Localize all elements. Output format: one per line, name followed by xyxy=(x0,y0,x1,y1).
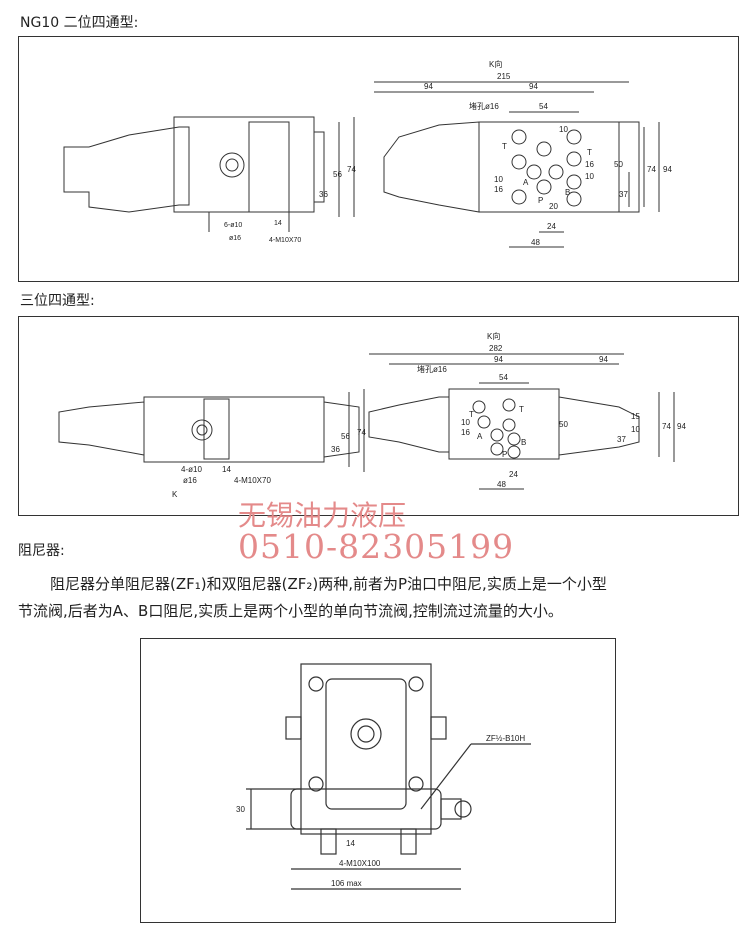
port-b: B xyxy=(521,438,526,447)
dim-54: 54 xyxy=(499,373,508,382)
dim-10: 10 xyxy=(559,125,568,134)
label-dia: ø16 xyxy=(229,235,241,242)
section-title-damper: 阻尼器: xyxy=(18,543,65,559)
port-p: P xyxy=(502,450,507,459)
label-holes: 6-ø10 xyxy=(224,222,242,229)
dim-24: 24 xyxy=(509,470,518,479)
port-t2: T xyxy=(587,148,592,157)
port-t1: T xyxy=(469,410,474,419)
dim-74r: 74 xyxy=(647,165,656,174)
port-t1: T xyxy=(502,142,507,151)
label-k-view: K向 xyxy=(489,59,502,69)
dim-215: 215 xyxy=(497,72,511,81)
label-plug-hole: 堵孔ø16 xyxy=(417,364,447,374)
dim-50: 50 xyxy=(559,420,568,429)
dim-54: 54 xyxy=(539,102,548,111)
port-t2: T xyxy=(519,405,524,414)
dim-16b: 16 xyxy=(585,160,594,169)
label-dia: ø16 xyxy=(183,476,197,485)
damper-drawing: ZF½-B10H 30 14 4-M10X100 106 max xyxy=(236,663,531,890)
port-a: A xyxy=(523,178,529,187)
label-thread: 4-M10X100 xyxy=(339,859,381,868)
dim-94c: 94 xyxy=(677,422,686,431)
dim-36: 36 xyxy=(331,445,340,454)
dim-24: 24 xyxy=(547,222,556,231)
dim-94a: 94 xyxy=(494,355,503,364)
dim-37: 37 xyxy=(617,435,626,444)
dim-106: 106 max xyxy=(331,879,362,888)
dim-282: 282 xyxy=(489,344,503,353)
dim-94c: 94 xyxy=(663,165,672,174)
dim-10b: 10 xyxy=(461,418,470,427)
port-b: B xyxy=(565,188,570,197)
dim-74: 74 xyxy=(347,165,356,174)
label-thread: 4-M10X70 xyxy=(234,476,271,485)
drawing-3way: 36 56 74 4-ø10 ø16 4-M10X70 14 K K向 282 … xyxy=(18,316,739,516)
valve-3way-drawing: 36 56 74 4-ø10 ø16 4-M10X70 14 K K向 282 … xyxy=(58,331,686,499)
valve-2way-drawing: 36 56 74 6-ø10 ø16 4-M10X70 14 K向 215 94… xyxy=(63,59,672,248)
dim-56: 56 xyxy=(341,432,350,441)
label-k-view: K向 xyxy=(487,331,500,341)
port-p: P xyxy=(538,196,543,205)
label-thread: 4-M10X70 xyxy=(269,237,301,244)
dim-14: 14 xyxy=(274,220,282,227)
watermark-company: 无锡油力液压 xyxy=(238,499,407,532)
dim-10a: 10 xyxy=(494,175,503,184)
dim-37: 37 xyxy=(619,190,628,199)
dim-16a: 16 xyxy=(494,185,503,194)
dim-14: 14 xyxy=(222,465,231,474)
dim-36: 36 xyxy=(319,190,328,199)
label-holes: 4-ø10 xyxy=(181,465,202,474)
dim-94a: 94 xyxy=(424,82,433,91)
port-a: A xyxy=(477,432,483,441)
dim-74: 74 xyxy=(357,428,366,437)
dim-10: 10 xyxy=(631,425,640,434)
watermark-phone: 0510-82305199 xyxy=(238,527,515,566)
damper-description-line2: 节流阀,后者为A、B口阻尼,实质上是两个小型的单向节流阀,控制流过流量的大小。 xyxy=(18,602,563,620)
label-model: ZF½-B10H xyxy=(486,734,525,743)
dim-48: 48 xyxy=(531,238,540,247)
section-title-3way: 三位四通型: xyxy=(20,293,95,309)
section-title-2way: NG10 二位四通型: xyxy=(20,15,139,31)
dim-10c: 10 xyxy=(585,172,594,181)
drawing-damper: ZF½-B10H 30 14 4-M10X100 106 max xyxy=(140,638,616,923)
dim-56: 56 xyxy=(333,170,342,179)
dim-15: 15 xyxy=(631,412,640,421)
dim-30: 30 xyxy=(236,805,245,814)
dim-94b: 94 xyxy=(599,355,608,364)
dim-16: 16 xyxy=(461,428,470,437)
dim-48: 48 xyxy=(497,480,506,489)
dim-74r: 74 xyxy=(662,422,671,431)
label-k: K xyxy=(172,490,178,499)
label-plug-hole: 堵孔ø16 xyxy=(469,101,499,111)
dim-94b: 94 xyxy=(529,82,538,91)
damper-description-line1: 阻尼器分单阻尼器(ZF₁)和双阻尼器(ZF₂)两种,前者为P油口中阻尼,实质上是… xyxy=(50,575,607,593)
dim-14: 14 xyxy=(346,839,355,848)
dim-20: 20 xyxy=(549,202,558,211)
drawing-2way: 36 56 74 6-ø10 ø16 4-M10X70 14 K向 215 94… xyxy=(18,36,739,282)
dim-50: 50 xyxy=(614,160,623,169)
